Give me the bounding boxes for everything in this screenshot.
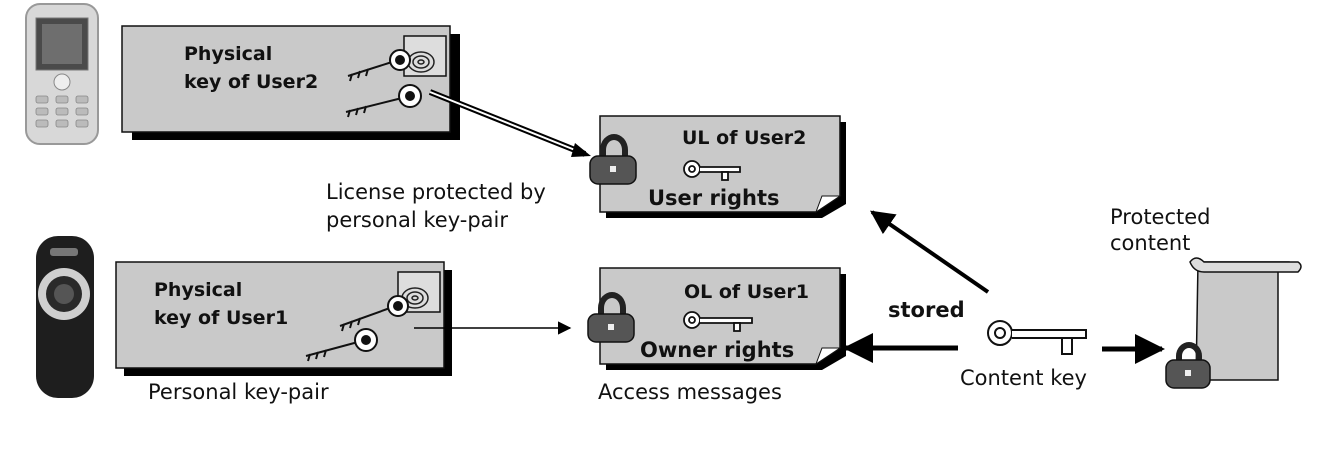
fingerprint-icon bbox=[397, 271, 441, 313]
license-user1-title: OL of User1 bbox=[684, 281, 810, 303]
padlock-icon bbox=[587, 292, 635, 343]
key-icon bbox=[305, 328, 378, 362]
arrow-key2-to-license2 bbox=[428, 89, 591, 157]
key-icon bbox=[683, 160, 741, 181]
key-box-user2-label: Physical key of User2 bbox=[184, 40, 318, 96]
protected-content-line1: Protected bbox=[1110, 205, 1211, 229]
scroll-document-icon bbox=[1165, 257, 1302, 389]
key-icon bbox=[339, 295, 409, 332]
license-user1 bbox=[587, 267, 846, 370]
key-box-user2 bbox=[121, 25, 460, 140]
key-box-user1-line1: Physical bbox=[154, 279, 243, 301]
content-key-icon bbox=[987, 320, 1087, 355]
key-icon bbox=[347, 49, 411, 82]
key-box-user2-line2: key of User2 bbox=[184, 71, 319, 93]
license-user2-title: UL of User2 bbox=[682, 127, 807, 149]
license-user1-rights: Owner rights bbox=[640, 338, 795, 362]
key-box-user1 bbox=[115, 261, 452, 376]
key-box-user2-line1: Physical bbox=[184, 43, 273, 65]
license-user2 bbox=[589, 115, 846, 218]
padlock-icon bbox=[1165, 342, 1211, 389]
key-box-user1-label: Physical key of User1 bbox=[154, 276, 288, 332]
padlock-icon bbox=[589, 134, 637, 185]
license-protected-line1: License protected by bbox=[326, 180, 546, 204]
protected-content-label: Protected content bbox=[1110, 204, 1211, 256]
fingerprint-icon bbox=[403, 35, 447, 77]
key-icon bbox=[345, 84, 422, 118]
license-protected-line2: personal key-pair bbox=[326, 208, 508, 232]
license-user2-rights: User rights bbox=[648, 186, 780, 210]
camera-phone-icon bbox=[36, 236, 94, 398]
content-key-label: Content key bbox=[960, 366, 1087, 390]
mobile-phone-icon bbox=[25, 3, 99, 145]
arrow-contentkey-to-license2 bbox=[870, 210, 990, 294]
stored-label: stored bbox=[888, 298, 965, 322]
access-messages-label: Access messages bbox=[598, 380, 782, 404]
protected-content-line2: content bbox=[1110, 231, 1191, 255]
key-box-user1-line2: key of User1 bbox=[154, 307, 289, 329]
personal-key-pair-label: Personal key-pair bbox=[148, 380, 329, 404]
key-icon bbox=[683, 311, 753, 332]
license-protected-label: License protected by personal key-pair bbox=[326, 178, 546, 234]
